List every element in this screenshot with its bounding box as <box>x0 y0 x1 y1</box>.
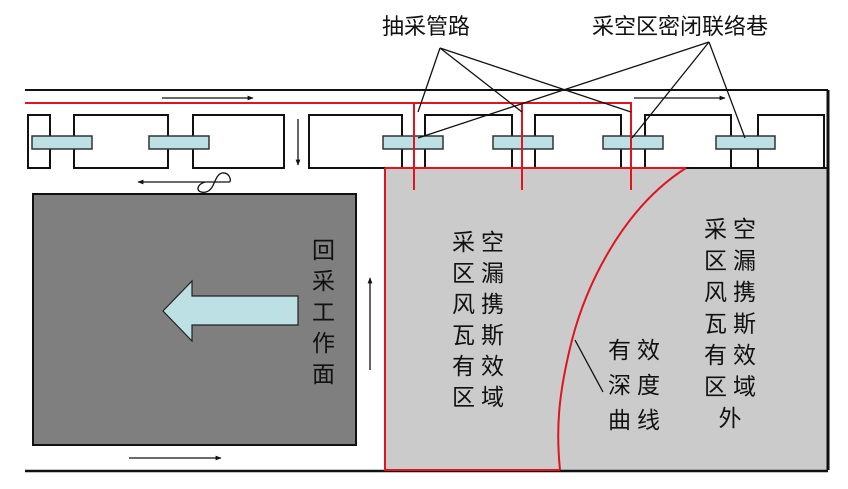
label-char: 空 <box>733 217 756 243</box>
label-char: 斯 <box>733 312 756 338</box>
label-effective-zone: 采空区漏风携瓦斯有效区域 <box>452 230 504 411</box>
advance-direction-arrow <box>162 279 299 343</box>
label-char: 斯 <box>481 323 504 349</box>
label-depth-curve: 有效深度曲线 <box>608 338 660 434</box>
label-char: 有 <box>704 343 727 369</box>
label-char: 深 <box>608 373 631 399</box>
label-char: 风 <box>452 292 475 318</box>
label-char: 携 <box>481 292 504 318</box>
label-char: 漏 <box>481 261 504 287</box>
label-char: 工 <box>312 300 335 326</box>
label-char: 漏 <box>733 249 756 275</box>
airflow-arrows <box>129 95 726 461</box>
label-char: 采 <box>704 217 727 243</box>
label-outside-zone: 采空区漏风携瓦斯有效区域外 <box>704 217 756 432</box>
airflow-leak-wave <box>197 172 231 193</box>
label-char: 效 <box>481 354 504 380</box>
seal <box>31 135 93 150</box>
label-char: 曲 <box>608 408 631 434</box>
label-char: 携 <box>733 280 756 306</box>
label-char: 瓦 <box>452 323 475 349</box>
label-char: 域 <box>733 375 756 401</box>
effective-depth-curve <box>557 167 687 471</box>
label-char: 面 <box>312 362 335 388</box>
label-char: 采 <box>312 269 335 295</box>
label-char: 风 <box>704 280 727 306</box>
goaf-area-lower <box>385 168 828 470</box>
leader-lines <box>417 41 746 393</box>
label-sealed-connection-roadway: 采空区密闭联络巷 <box>592 15 768 40</box>
label-char: 线 <box>637 408 660 434</box>
label-char: 效 <box>637 338 660 364</box>
goaf-boundary <box>384 168 560 471</box>
label-char: 度 <box>637 373 660 399</box>
seal <box>148 135 210 150</box>
label-char: 回 <box>312 238 335 264</box>
label-char: 区 <box>452 261 475 287</box>
label-char: 有 <box>452 354 475 380</box>
label-char: 效 <box>733 343 756 369</box>
label-char: 瓦 <box>704 312 727 338</box>
extraction-pipeline <box>25 102 687 471</box>
label-char: 区 <box>452 385 475 411</box>
seal <box>602 135 664 150</box>
label-extraction-pipeline: 抽采管路 <box>382 15 470 40</box>
label-char: 域 <box>481 385 504 411</box>
label-char: 有 <box>608 338 631 364</box>
label-char: 区 <box>704 249 727 275</box>
label-char: 区 <box>704 375 727 401</box>
seal <box>715 135 776 150</box>
label-char: 外 <box>719 406 742 432</box>
label-char: 空 <box>481 230 504 256</box>
label-char: 作 <box>312 331 335 357</box>
label-char: 采 <box>452 230 475 256</box>
pipeline-branch-3 <box>522 102 632 190</box>
